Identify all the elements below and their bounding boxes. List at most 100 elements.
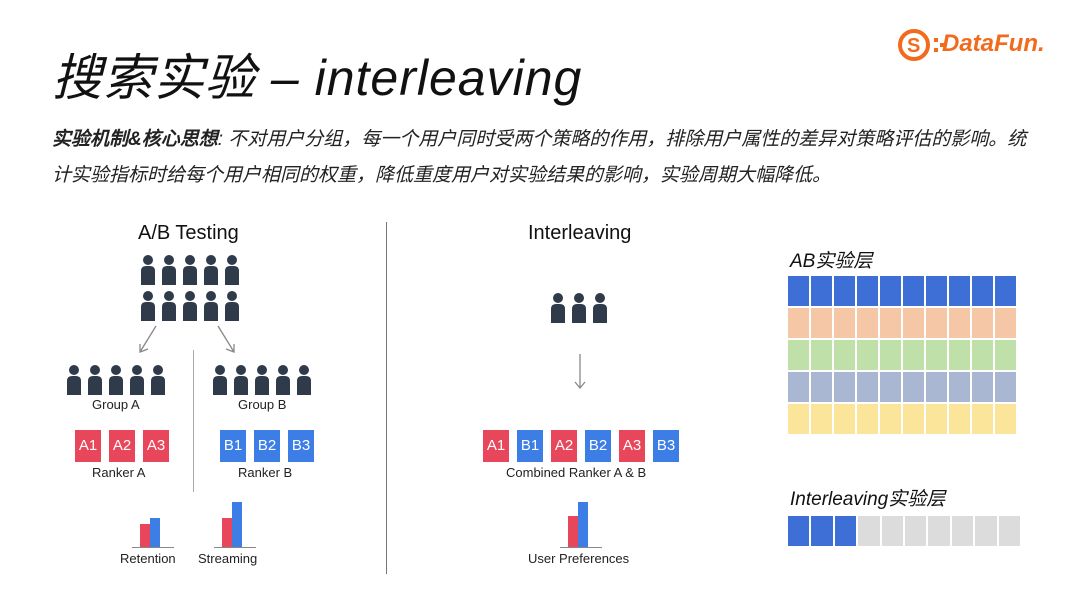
ab-layer-cell [949, 340, 970, 370]
interleaving-layer-cell [975, 516, 997, 546]
ab-layer-cell [857, 340, 878, 370]
user-icon-head [185, 291, 195, 301]
user-icon-head [143, 255, 153, 265]
ab-layer-cell [972, 308, 993, 338]
interleaving-layer-title: Interleaving实验层 [790, 489, 946, 510]
ab-layer-cell [995, 308, 1016, 338]
ranker-b-label: Ranker B [238, 465, 293, 480]
combined-tile-b1: B1 [517, 430, 543, 462]
user-icon-head [90, 365, 100, 375]
streaming-mini-chart [214, 500, 256, 548]
ab-layer-cell [949, 308, 970, 338]
interleaving-layer-cell [834, 516, 857, 546]
retention-bar-b [150, 518, 160, 548]
user-icon-body [162, 302, 176, 321]
ab-layer-cell [926, 404, 947, 434]
retention-bar-a [140, 524, 150, 548]
user-icon-body [213, 376, 227, 395]
combined-tile-b2: B2 [585, 430, 611, 462]
ab-layer-cell [880, 340, 901, 370]
user-icon-body [204, 266, 218, 285]
ab-layer-grid [788, 276, 1016, 434]
ab-layer-cell [811, 308, 832, 338]
user-icon-body [67, 376, 81, 395]
user-icon-head [111, 365, 121, 375]
user-icon-head [164, 291, 174, 301]
user-icon-body [551, 304, 565, 323]
user-icon-body [593, 304, 607, 323]
user-icon-head [299, 365, 309, 375]
interleaving-users [551, 293, 607, 323]
ab-layer-cell [834, 372, 855, 402]
combined-tile-a1: A1 [483, 430, 509, 462]
interleaving-layer-cell [858, 516, 880, 546]
user-icon-head [143, 291, 153, 301]
ab-layer-cell [857, 404, 878, 434]
ab-layer-cell [903, 308, 924, 338]
ab-layer-cell [926, 308, 947, 338]
ab-layer-cell [949, 372, 970, 402]
streaming-label: Streaming [198, 551, 258, 566]
user-icon-head [278, 365, 288, 375]
ab-layer-title: AB实验层 [790, 251, 873, 272]
ranker-a-label: Ranker A [92, 465, 146, 480]
user-icon-head [153, 365, 163, 375]
user-icon-body [225, 302, 239, 321]
ab-layer-cell [880, 404, 901, 434]
tile-b3: B3 [288, 430, 314, 462]
interleaving-layer-grid [788, 516, 1020, 546]
user-icon-body [234, 376, 248, 395]
svg-text:S: S [907, 35, 920, 57]
ab-layer-cell [857, 308, 878, 338]
ab-layer-cell [788, 372, 809, 402]
user-icon-head [69, 365, 79, 375]
ab-layer-cell [949, 276, 970, 306]
preferences-axis [560, 547, 602, 548]
user-icon-head [164, 255, 174, 265]
description-lead: 实验机制&核心思想 [52, 129, 218, 150]
combined-ranker-label: Combined Ranker A & B [506, 465, 647, 480]
user-icon-head [206, 291, 216, 301]
ab-layer-cell [880, 372, 901, 402]
user-preferences-label: User Preferences [528, 551, 630, 566]
combined-tile-a3: A3 [619, 430, 645, 462]
user-icon-head [206, 255, 216, 265]
ab-layer-cell [972, 276, 993, 306]
ab-layer-cell [903, 404, 924, 434]
tile-a3: A3 [143, 430, 169, 462]
user-icon-body [276, 376, 290, 395]
ab-layer-cell [788, 308, 809, 338]
user-icon-body [225, 266, 239, 285]
user-preferences-mini-chart [560, 500, 602, 548]
user-icon-head [236, 365, 246, 375]
ab-layer-cell [788, 276, 809, 306]
interleaving-layer-cell [788, 516, 810, 546]
all-users-group [141, 255, 239, 321]
section-divider [386, 222, 387, 574]
interleaving-layer-cell [811, 516, 833, 546]
retention-mini-chart [132, 504, 174, 548]
ab-layer-cell [811, 404, 832, 434]
user-icon-head [227, 291, 237, 301]
streaming-bar-a [222, 518, 232, 548]
ab-layer-cell [926, 276, 947, 306]
retention-label: Retention [120, 551, 176, 566]
combined-tile-b3: B3 [653, 430, 679, 462]
user-icon-head [215, 365, 225, 375]
user-icon-body [130, 376, 144, 395]
ab-layer-cell [811, 372, 832, 402]
ab-layer-cell [880, 308, 901, 338]
ab-layer-cell [995, 340, 1016, 370]
ab-layer-cell [880, 276, 901, 306]
user-icon-body [255, 376, 269, 395]
user-icon-body [151, 376, 165, 395]
preferences-bar-b [578, 502, 588, 548]
ab-layer-cell [788, 404, 809, 434]
group-divider [193, 350, 194, 492]
user-icon-body [204, 302, 218, 321]
ab-layer-cell [972, 372, 993, 402]
group-a-users [67, 365, 165, 395]
ab-layer-cell [811, 276, 832, 306]
logo-text: DataFun. [942, 30, 1045, 57]
user-icon-body [162, 266, 176, 285]
